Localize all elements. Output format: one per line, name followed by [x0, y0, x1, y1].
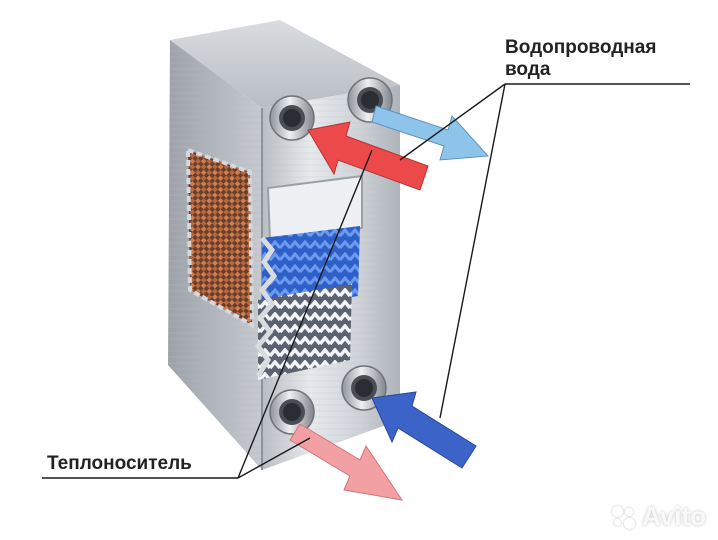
- plate-pack-cutaway: [254, 174, 363, 380]
- coolant-label: Теплоноситель: [47, 453, 192, 474]
- tap-water-label-line2: вода: [505, 59, 551, 80]
- avito-watermark-text: Avito: [641, 501, 706, 531]
- cold-inlet-arrow: [371, 391, 477, 469]
- copper-plates-cutaway: [185, 147, 255, 329]
- fitting-bottom-left: [269, 389, 315, 435]
- avito-logo-icon: [610, 504, 636, 530]
- leader-lines-water: [399, 83, 690, 419]
- hot-inlet-arrow: [307, 121, 429, 191]
- avito-watermark: Avito: [610, 501, 706, 532]
- fitting-top-left: [269, 95, 315, 141]
- hot-outlet-arrow: [289, 423, 404, 501]
- tap-water-label-line1: Водопроводная: [505, 37, 657, 58]
- cold-outlet-arrow: [371, 105, 490, 161]
- leader-lines-coolant: [42, 149, 373, 479]
- tap-water-label: Водопроводная вода: [505, 37, 656, 81]
